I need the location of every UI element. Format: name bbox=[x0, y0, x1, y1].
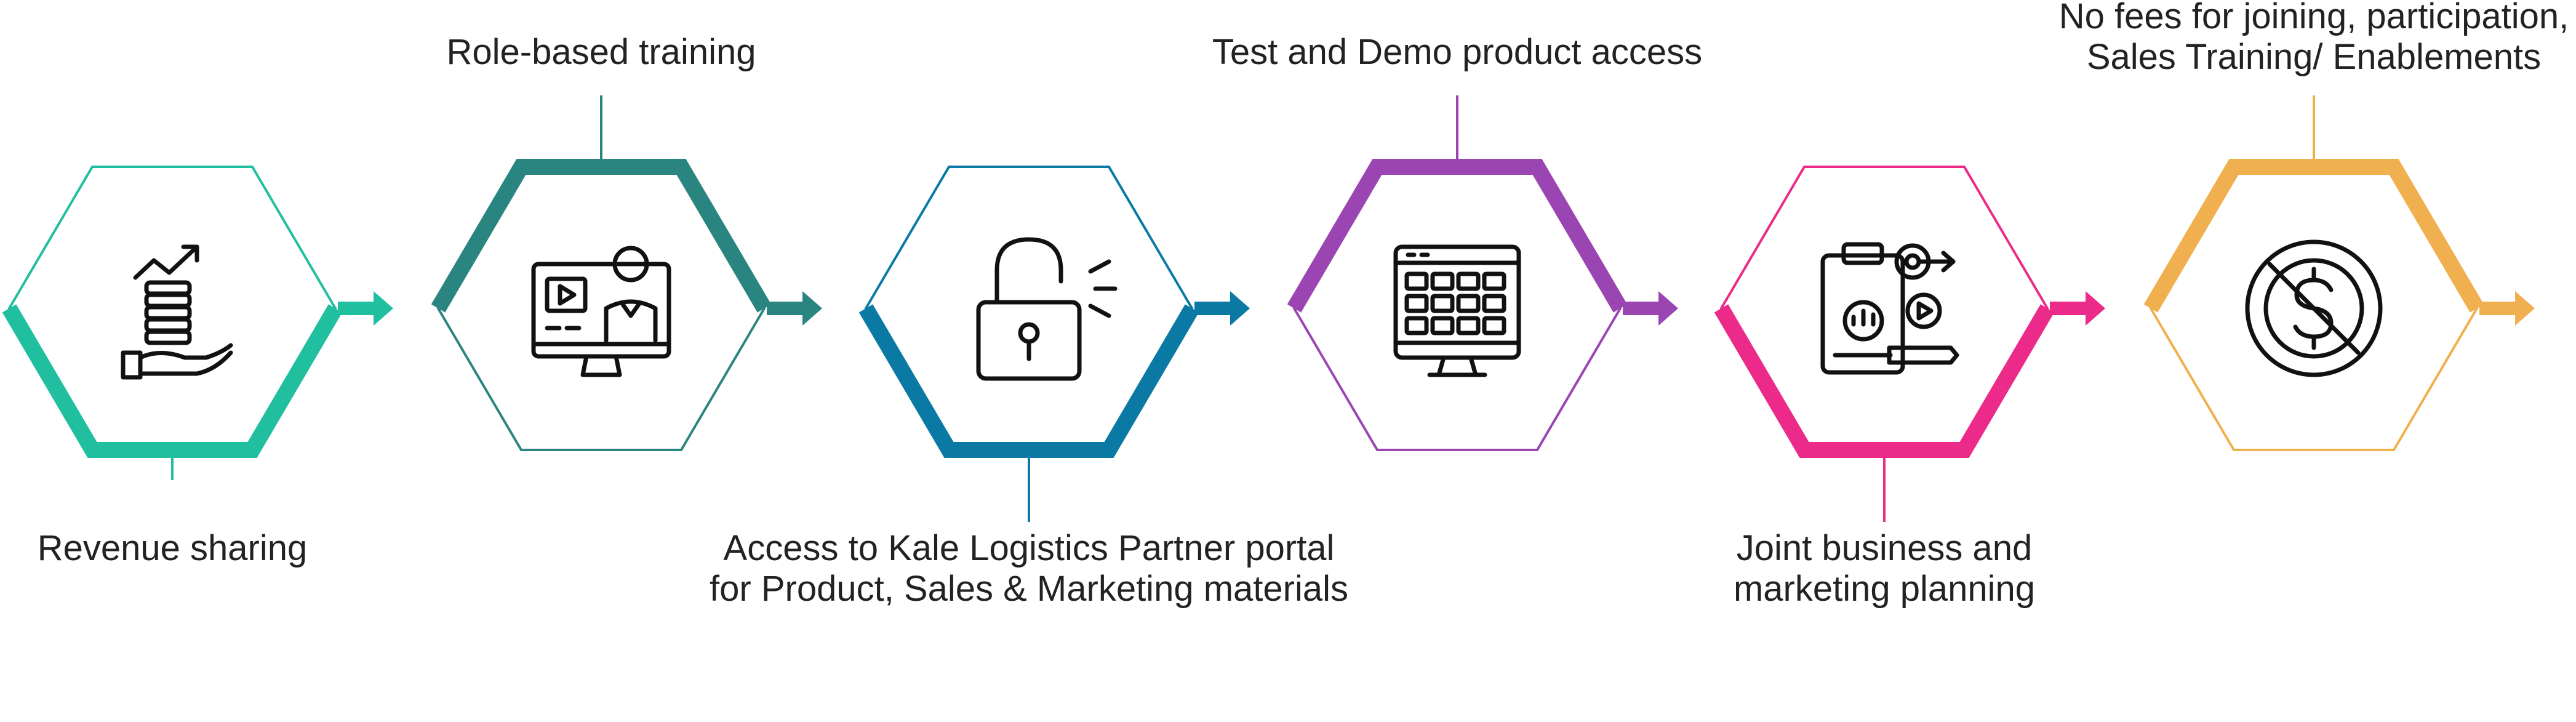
step-label-line: marketing planning bbox=[1733, 569, 2036, 609]
step-label-line: Access to Kale Logistics Partner portal bbox=[723, 528, 1335, 568]
unlocked-padlock-icon bbox=[976, 237, 1118, 381]
step-label-line: No fees for joining, participation, bbox=[2058, 0, 2569, 36]
connector-arrow-head bbox=[374, 291, 393, 326]
video-trainer-monitor-icon bbox=[531, 246, 671, 377]
connector-arrow-head bbox=[2086, 291, 2105, 326]
connector-arrow-head bbox=[802, 291, 822, 326]
no-dollar-icon bbox=[2245, 239, 2383, 377]
connector-arrow-head bbox=[2515, 291, 2535, 326]
step-label-line: for Product, Sales & Marketing materials bbox=[710, 569, 1348, 609]
step-label-line: Role-based training bbox=[446, 32, 756, 72]
hexagon-accent-edge bbox=[2143, 159, 2484, 313]
connector-arrow-head bbox=[1230, 291, 1250, 326]
step-joint-planning bbox=[1714, 166, 2055, 458]
step-label-test-demo-access: Test and Demo product access bbox=[1212, 32, 1702, 73]
step-label-line: Sales Training/ Enablements bbox=[2086, 37, 2542, 77]
connector-arrow-head bbox=[1658, 291, 1678, 326]
hexagon-accent-edge bbox=[1714, 304, 2055, 458]
step-label-role-based-training: Role-based training bbox=[447, 32, 756, 73]
step-role-based-training bbox=[431, 159, 772, 451]
step-label-line: Test and Demo product access bbox=[1212, 32, 1703, 72]
step-label-line: Revenue sharing bbox=[37, 528, 308, 568]
dashboard-monitor-icon bbox=[1393, 244, 1521, 377]
step-label-line: Joint business and bbox=[1736, 528, 2033, 568]
step-revenue-sharing bbox=[2, 166, 343, 458]
hexagon-accent-edge bbox=[431, 159, 772, 313]
hexagon-accent-edge bbox=[1287, 159, 1628, 313]
step-label-revenue-sharing: Revenue sharing bbox=[38, 528, 308, 569]
step-test-demo-access bbox=[1287, 159, 1628, 451]
hexagon-accent-edge bbox=[2, 304, 343, 458]
step-no-fees bbox=[2143, 159, 2484, 451]
hexagon-accent-edge bbox=[858, 304, 1199, 458]
growth-coins-hand-icon bbox=[121, 244, 233, 380]
step-partner-portal-access bbox=[858, 166, 1199, 458]
planning-clipboard-target-icon bbox=[1820, 242, 1959, 375]
step-label-no-fees: No fees for joining, participation,Sales… bbox=[2059, 0, 2569, 78]
